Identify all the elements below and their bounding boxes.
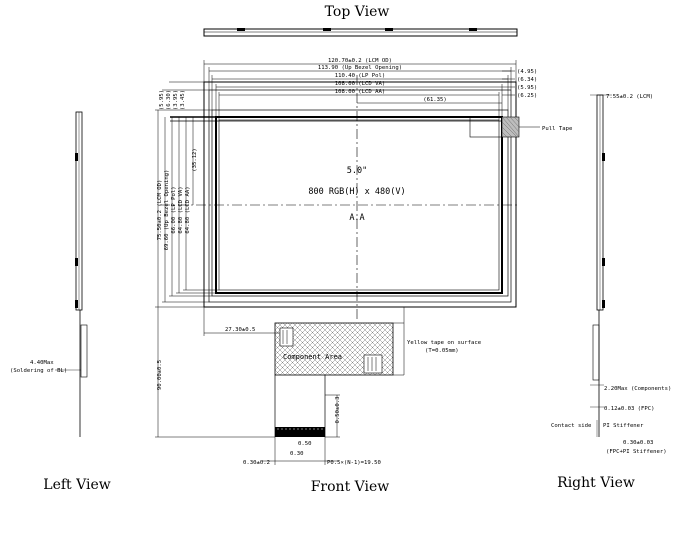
svg-text:66.00 (LP Pol): 66.00 (LP Pol) xyxy=(171,186,177,233)
fpc-offset-dim xyxy=(203,307,284,336)
top-view-label: Top View xyxy=(325,4,390,20)
fpc-tail-dim-text: 0.50±0.3 xyxy=(335,397,341,424)
svg-text:113.90 (Up Bezel Opening): 113.90 (Up Bezel Opening) xyxy=(318,65,402,71)
svg-text:64.80 (LCD VA): 64.80 (LCD VA) xyxy=(178,186,184,233)
fpc-width-1: 0.50 xyxy=(298,441,311,447)
component-area xyxy=(274,307,405,376)
fpc-bottom-dim-lines xyxy=(262,437,338,465)
right-stiffener-dim-1: 0.30±0.03 xyxy=(623,440,653,446)
top-dimension-lines xyxy=(203,60,517,120)
left-soldering-2: (Soldering of BL) xyxy=(10,368,67,374)
right-top-dim: 7.55±0.2 (LCM) xyxy=(606,94,653,100)
fpc-width-2: 0.30 xyxy=(290,451,303,457)
svg-text:64.80 (LCD AA): 64.80 (LCD AA) xyxy=(185,186,191,233)
pull-tape-label: Pull Tape xyxy=(542,126,573,132)
svg-text:75.50±0.2 (LCM OD): 75.50±0.2 (LCM OD) xyxy=(157,180,163,241)
svg-text:(5.95): (5.95) xyxy=(517,85,537,91)
fpc-offset-text: 27.30±0.5 xyxy=(225,327,255,333)
svg-text:110.40 (LP Pol): 110.40 (LP Pol) xyxy=(335,73,386,79)
right-fpc-dim: 0.12±0.03 (FPC) xyxy=(604,406,655,412)
display-size: 5.0" xyxy=(347,166,367,176)
component-area-label: Component Area xyxy=(283,353,342,361)
svg-text:108.00 (LCD AA): 108.00 (LCD AA) xyxy=(335,89,386,95)
top-dimension-texts: 120.70±0.2 (LCM OD) 113.90 (Up Bezel Ope… xyxy=(318,58,537,103)
svg-text:(6.30): (6.30) xyxy=(166,90,172,110)
yellow-tape-thickness: (T=0.05mm) xyxy=(425,348,459,354)
svg-text:(61.35): (61.35) xyxy=(423,97,447,103)
overall-height-dim xyxy=(155,307,275,438)
right-stiffener-dim-2: (FPC+PI Stiffener) xyxy=(606,449,667,455)
right-view-label: Right View xyxy=(557,475,635,491)
pull-tape xyxy=(469,116,540,138)
svg-text:(4.95): (4.95) xyxy=(517,69,537,75)
left-view-shape xyxy=(55,111,88,437)
yellow-tape-label: Yellow tape on surface xyxy=(407,340,482,346)
active-area-label: A.A xyxy=(349,213,364,223)
svg-text:69.60 (Up Bezel Opening): 69.60 (Up Bezel Opening) xyxy=(164,170,170,251)
right-contact-side: Contact side xyxy=(551,423,592,429)
right-components-dim: 2.20Max (Components) xyxy=(604,386,671,392)
svg-text:(3.95): (3.95) xyxy=(173,90,179,110)
right-pi-stiffener: PI Stiffener xyxy=(603,423,644,429)
left-dimension-lines xyxy=(155,81,219,308)
left-dimension-texts: 75.50±0.2 (LCM OD) 69.60 (Up Bezel Openi… xyxy=(157,90,198,251)
svg-text:108.00 (LCD VA): 108.00 (LCD VA) xyxy=(335,81,386,87)
front-view-label: Front View xyxy=(311,479,390,495)
overall-height-text: 90.00±0.5 xyxy=(157,360,163,390)
fpc-tail xyxy=(274,375,340,438)
top-view-shape xyxy=(203,28,518,37)
svg-text:(5.95): (5.95) xyxy=(159,90,165,110)
svg-text:(3.45): (3.45) xyxy=(180,90,186,110)
svg-text:(35.12): (35.12) xyxy=(192,148,198,172)
left-view-label: Left View xyxy=(43,477,110,493)
center-lines xyxy=(160,75,520,320)
fpc-bottom-dim-2: P0.5×(N-1)=19.50 xyxy=(327,460,381,466)
svg-text:(6.34): (6.34) xyxy=(517,77,537,83)
right-view-shape xyxy=(590,94,612,437)
fpc-bottom-dim-1: 0.30±0.2 xyxy=(243,460,270,466)
left-soldering-1: 4.40Max xyxy=(30,360,54,366)
display-resolution: 800 RGB(H) x 480(V) xyxy=(308,187,405,197)
svg-text:120.70±0.2 (LCM OD): 120.70±0.2 (LCM OD) xyxy=(328,58,392,64)
svg-text:(6.25): (6.25) xyxy=(517,93,537,99)
